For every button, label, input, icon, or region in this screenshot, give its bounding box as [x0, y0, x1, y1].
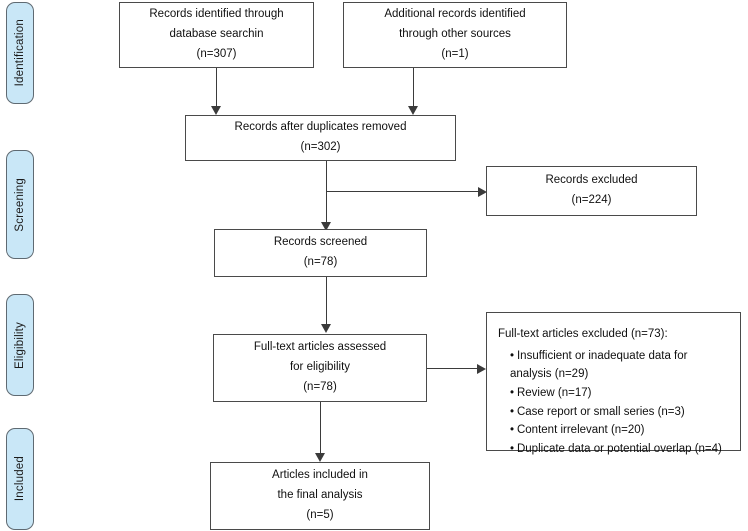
box-line: Full-text articles assessed	[253, 341, 387, 354]
box-line: Articles included in	[272, 469, 368, 482]
box-records-identified-database: Records identified through database sear…	[119, 2, 314, 68]
box-line: (n=78)	[303, 380, 337, 393]
stage-pill-included-label: Included	[14, 456, 26, 502]
stage-pill-identification: Identification	[6, 2, 34, 104]
bullet-icon: •	[509, 442, 514, 455]
box-records-screened: Records screened (n=78)	[214, 229, 427, 277]
box-line: Records identified through	[149, 8, 284, 21]
exclusion-reason-item: •Case report or small series (n=3)	[498, 403, 685, 422]
stage-pill-eligibility: Eligibility	[6, 294, 34, 396]
box-line: (n=1)	[441, 47, 469, 60]
bullet-icon: •	[509, 349, 514, 362]
arrowhead-screened-to-fulltext	[321, 324, 331, 333]
exclusion-reason-item: •Duplicate data or potential overlap (n=…	[498, 440, 722, 459]
connector-fulltext-to-included	[320, 402, 322, 454]
connector-other-sources-to-duplicates	[413, 68, 415, 107]
box-line: Additional records identified	[384, 8, 526, 21]
box-line: for eligibility	[289, 361, 351, 374]
box-line: through other sources	[399, 28, 511, 41]
bullet-icon: •	[509, 386, 514, 399]
connector-duplicates-to-excluded	[326, 191, 480, 193]
connector-fulltext-to-excluded	[427, 368, 479, 370]
exclusion-list-heading: Full-text articles excluded (n=73):	[498, 328, 668, 340]
box-line: the final analysis	[277, 489, 363, 502]
exclusion-reason-text: Duplicate data or potential overlap (n=4…	[516, 442, 722, 455]
box-line: (n=78)	[303, 256, 338, 268]
exclusion-reason-item: •Review (n=17)	[498, 384, 592, 403]
stage-pill-identification-label: Identification	[14, 19, 26, 87]
exclusion-reason-text: Insufficient or inadequate data for anal…	[510, 349, 688, 381]
box-fulltext-articles-assessed: Full-text articles assessed for eligibil…	[213, 334, 427, 402]
arrowhead-duplicates-to-screened	[321, 222, 331, 231]
box-additional-records-other-sources: Additional records identified through ot…	[343, 2, 567, 68]
exclusion-reason-text: Review (n=17)	[516, 386, 592, 399]
arrowhead-fulltext-to-excluded	[477, 364, 486, 374]
box-line: (n=307)	[196, 47, 237, 60]
exclusion-reason-item: •Insufficient or inadequate data for ana…	[498, 347, 730, 384]
exclusion-reason-item: •Content irrelevant (n=20)	[498, 421, 645, 440]
stage-pill-screening-label: Screening	[14, 177, 26, 232]
box-line: Records after duplicates removed	[234, 121, 407, 134]
bullet-icon: •	[509, 405, 514, 418]
connector-database-to-duplicates	[216, 68, 218, 107]
box-articles-included-final-analysis: Articles included in the final analysis …	[210, 462, 430, 530]
box-line: database searchin	[169, 28, 264, 41]
bullet-icon: •	[509, 424, 514, 437]
box-records-excluded: Records excluded (n=224)	[486, 166, 697, 216]
box-line: (n=224)	[571, 194, 612, 206]
arrowhead-fulltext-to-included	[315, 453, 325, 462]
box-line: Records excluded	[545, 174, 638, 187]
stage-pill-screening: Screening	[6, 150, 34, 259]
box-records-after-duplicates-removed: Records after duplicates removed (n=302)	[185, 115, 456, 161]
exclusion-reason-text: Case report or small series (n=3)	[516, 405, 685, 418]
box-line: (n=302)	[300, 141, 341, 153]
arrowhead-other-sources-to-duplicates	[408, 106, 418, 115]
connector-screened-to-fulltext	[326, 277, 328, 325]
box-line: (n=5)	[306, 508, 334, 521]
arrowhead-duplicates-to-excluded	[478, 187, 487, 197]
stage-pill-eligibility-label: Eligibility	[14, 321, 26, 369]
box-line: Records screened	[273, 236, 368, 249]
box-fulltext-articles-excluded: Full-text articles excluded (n=73): •Ins…	[486, 312, 741, 455]
exclusion-reason-text: Content irrelevant (n=20)	[516, 424, 645, 437]
arrowhead-database-to-duplicates	[211, 106, 221, 115]
stage-pill-included: Included	[6, 428, 34, 530]
